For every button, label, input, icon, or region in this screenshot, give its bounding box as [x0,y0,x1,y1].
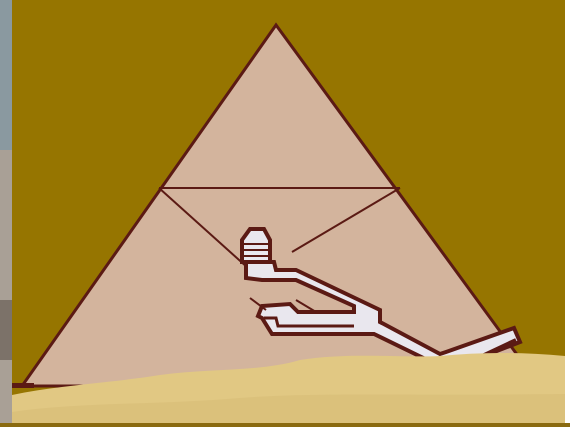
photo-strip-rock [0,150,12,423]
right-edge [565,0,570,423]
relieving-chambers [242,229,270,262]
pyramid-foot-left [12,383,34,388]
photo-strip-shadow [0,300,12,360]
left-photo-strip [0,0,12,423]
